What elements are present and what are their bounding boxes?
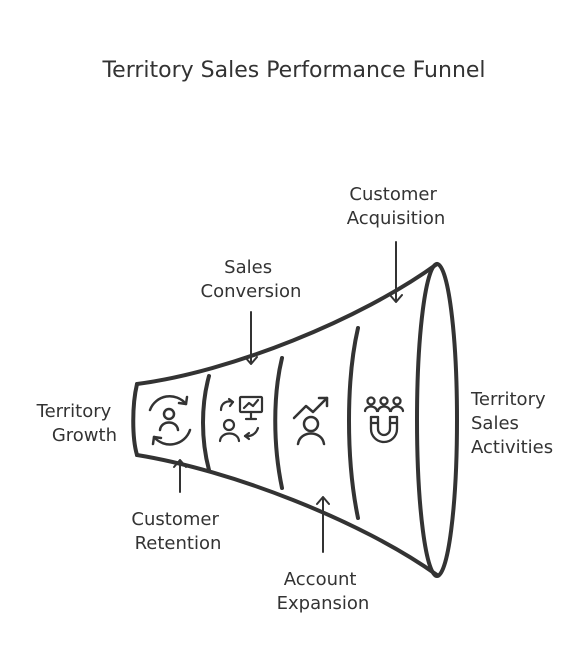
arrow-account-expansion: [316, 496, 330, 553]
stage-divider-1: [201, 374, 211, 472]
magnet-people-icon: [363, 396, 405, 444]
stage-divider-3: [347, 326, 360, 520]
label-territory-sales-activities: Territory Sales Activities: [470, 389, 553, 458]
arrow-sales-conversion: [244, 311, 258, 365]
cycle-person-icon: [148, 395, 192, 446]
funnel-outline: [135, 262, 439, 577]
arrow-customer-acquisition: [389, 241, 403, 303]
label-account-expansion: Account Expansion: [277, 569, 370, 614]
stage-divider-2: [273, 356, 284, 490]
label-territory-growth: Territory Growth: [36, 401, 117, 446]
funnel-body: [131, 262, 459, 578]
label-customer-retention: Customer Retention: [131, 509, 224, 554]
diagram-title: Territory Sales Performance Funnel: [101, 58, 485, 83]
arrow-customer-retention: [173, 459, 187, 493]
label-customer-acquisition: Customer Acquisition: [347, 184, 446, 229]
label-sales-conversion: Sales Conversion: [201, 257, 302, 302]
conversion-presentation-icon: [218, 395, 264, 443]
label-arrows: [173, 241, 403, 553]
growth-person-icon: [292, 396, 329, 446]
funnel-opening: [415, 262, 459, 578]
funnel-mouth: [131, 382, 139, 457]
